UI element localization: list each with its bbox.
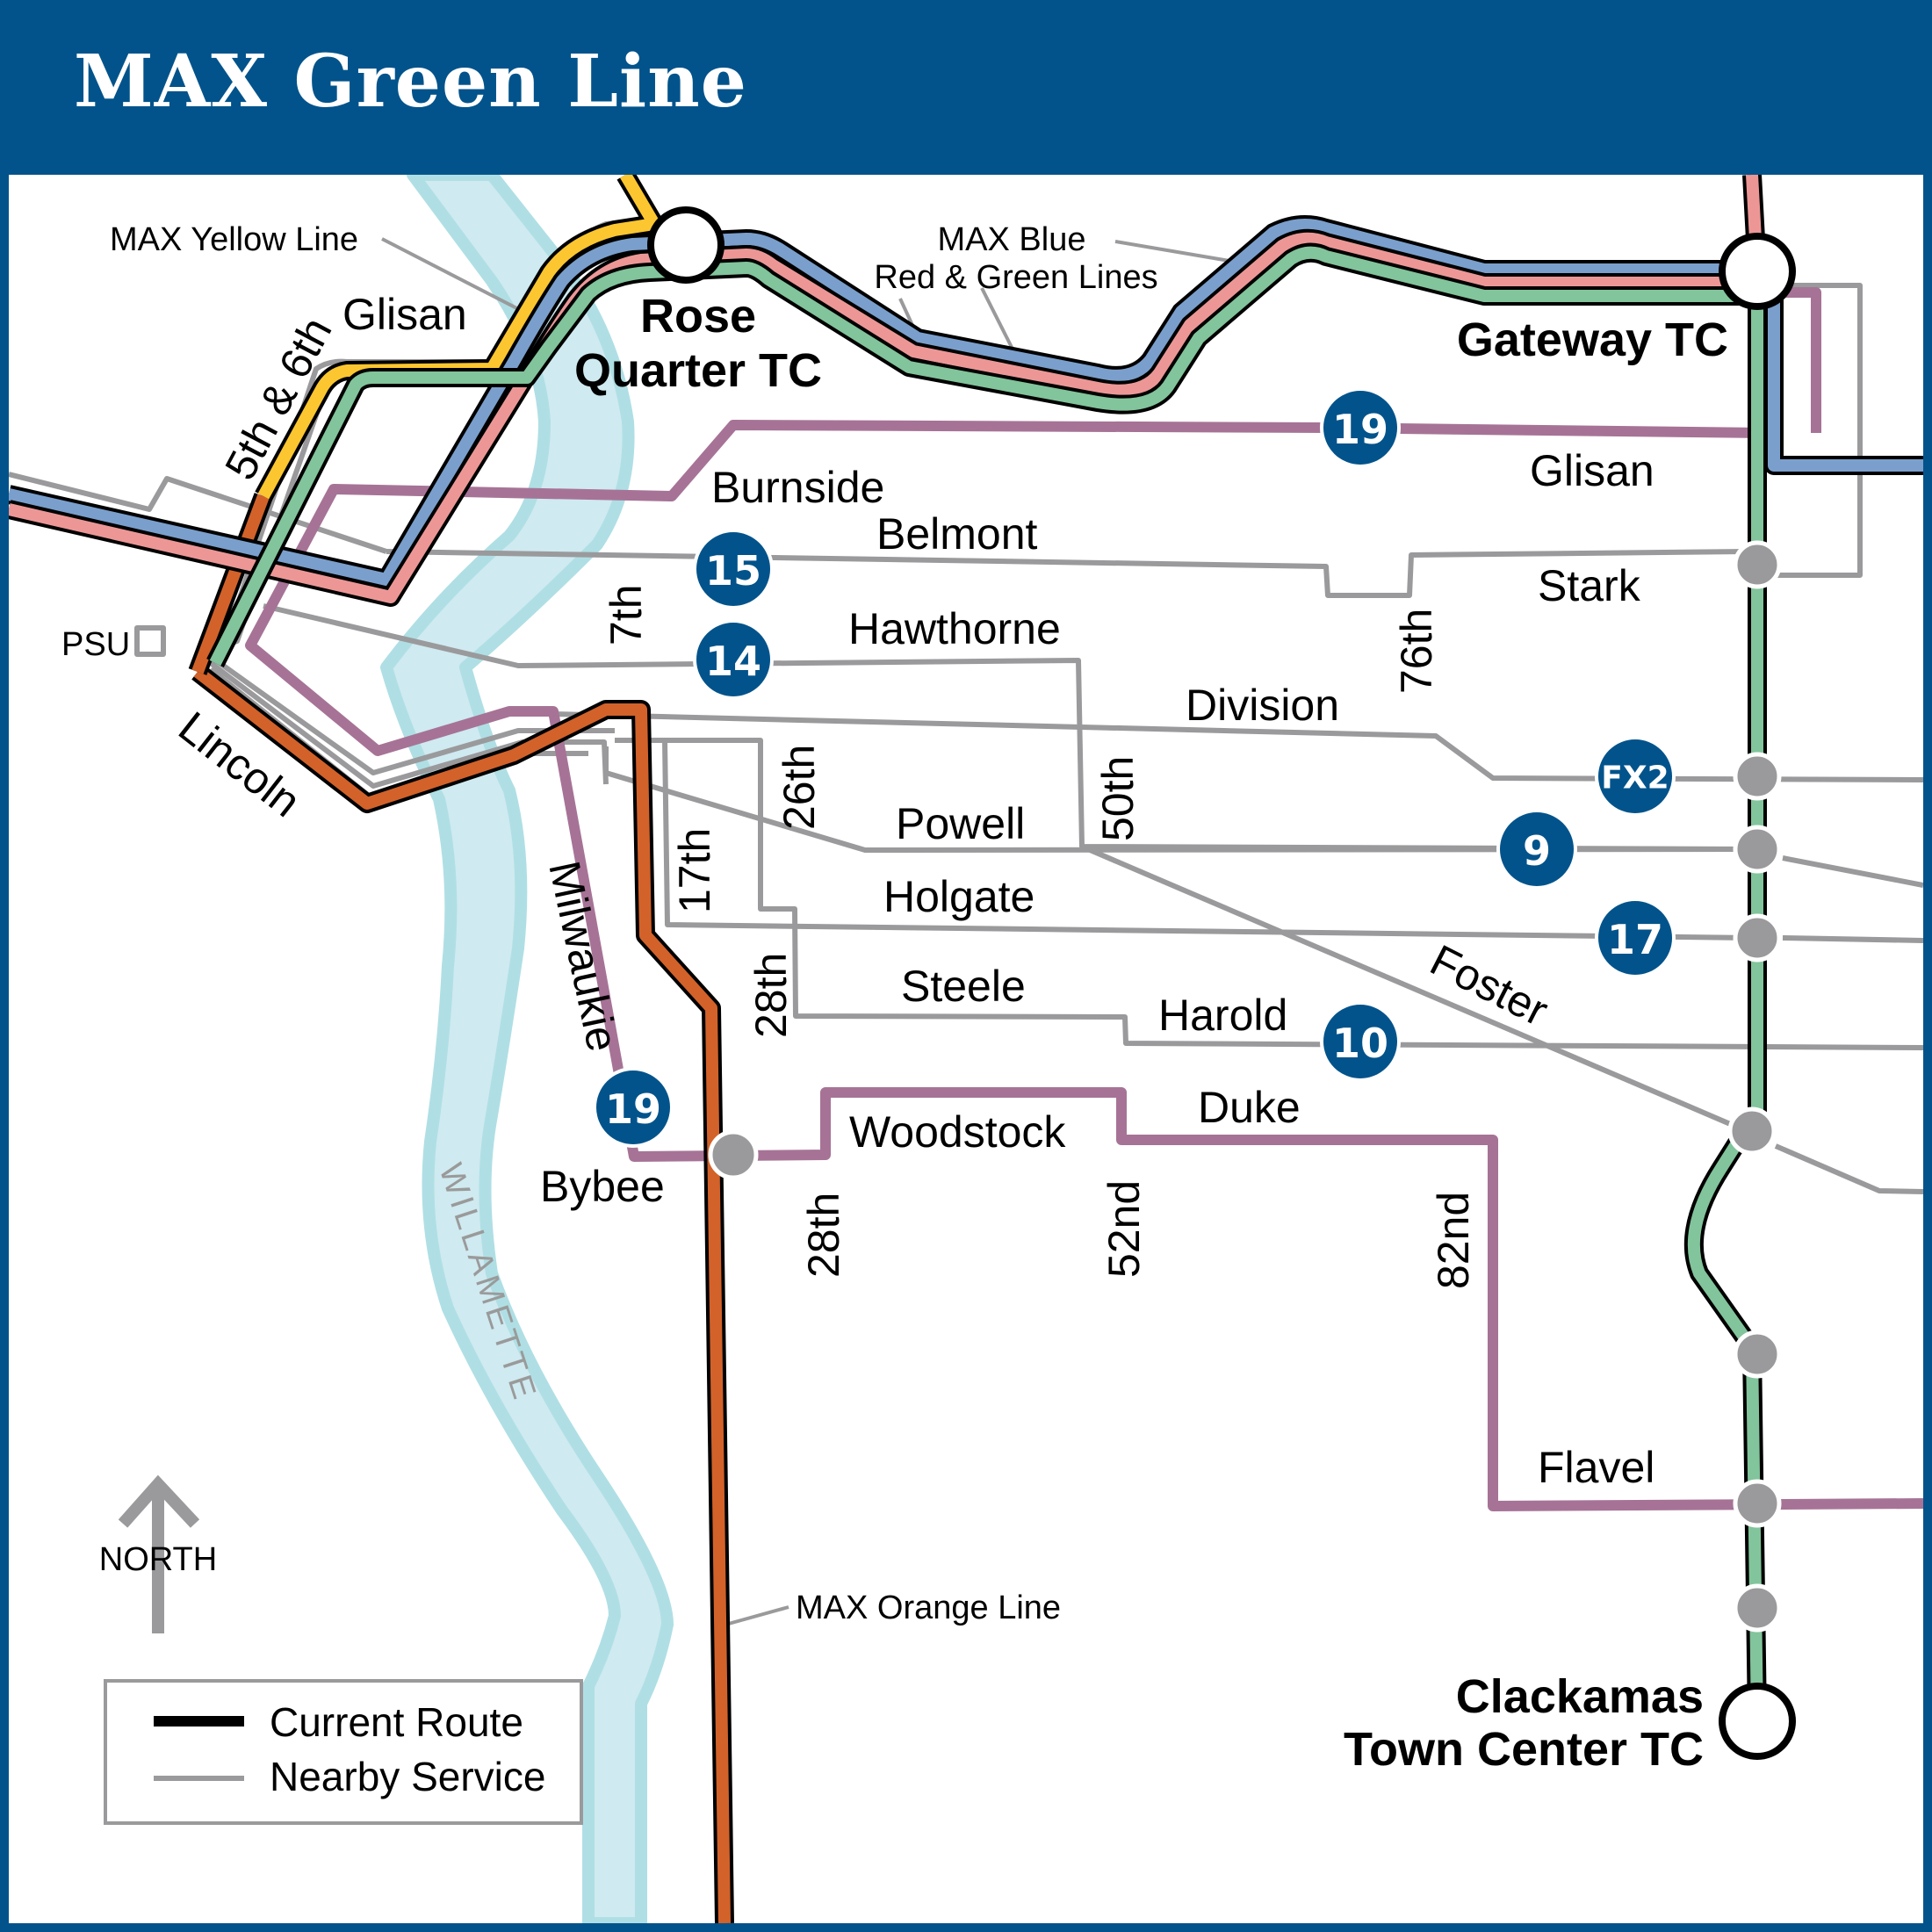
street-holgate: Holgate <box>883 872 1034 921</box>
street-belmont: Belmont <box>876 509 1038 559</box>
svg-text:9: 9 <box>1523 827 1551 875</box>
map-frame <box>0 175 1932 1932</box>
svg-text:15: 15 <box>705 547 761 595</box>
street-milwaukie: Milwaukie <box>539 857 627 1056</box>
route-bullet-10[interactable]: 10 <box>1320 1001 1401 1082</box>
clackamas-label-line2: Town Center TC <box>1344 1723 1704 1776</box>
street-glisan-west: Glisan <box>342 290 467 339</box>
street-harold: Harold <box>1158 991 1287 1040</box>
orange-line-callout: MAX Orange Line <box>796 1590 1061 1626</box>
route-bullet-14[interactable]: 14 <box>693 619 774 700</box>
rose-quarter-label-line2: Quarter TC <box>574 344 822 397</box>
max-yellow-line <box>255 175 664 501</box>
street-76th: 76th <box>1392 609 1441 694</box>
svg-text:19: 19 <box>1332 406 1388 453</box>
legend-nearby-service-label: Nearby Service <box>270 1754 545 1799</box>
street-bybee: Bybee <box>540 1162 665 1211</box>
svg-text:10: 10 <box>1332 1020 1388 1067</box>
street-hawthorne: Hawthorne <box>848 604 1061 653</box>
max-green-line <box>206 242 1767 1722</box>
stop-powell[interactable] <box>1733 825 1782 874</box>
route-bullet-fx2[interactable]: FX2 <box>1595 736 1676 817</box>
route-bullet-15[interactable]: 15 <box>693 529 774 609</box>
max-orange-line <box>188 493 734 1923</box>
route-bullet-9[interactable]: 9 <box>1496 809 1577 890</box>
svg-text:19: 19 <box>605 1085 661 1133</box>
rose-quarter-station[interactable] <box>647 206 724 284</box>
max-blue-line <box>9 215 1923 589</box>
stop-fuller[interactable] <box>1733 1330 1782 1379</box>
street-glisan-east: Glisan <box>1530 446 1654 495</box>
north-arrow: NORTH <box>99 1474 217 1633</box>
yellow-line-callout: MAX Yellow Line <box>110 221 358 258</box>
street-28th-south: 28th <box>799 1193 848 1278</box>
stop-stark[interactable] <box>1733 540 1782 589</box>
route-bullet-19[interactable]: 19 <box>1320 387 1401 468</box>
psu-square <box>134 625 166 657</box>
street-powell: Powell <box>896 799 1025 848</box>
psu-label: PSU <box>61 626 130 663</box>
north-label: NORTH <box>99 1541 217 1578</box>
willamette-river: WILLAMETTE <box>380 175 674 1923</box>
street-steele: Steele <box>901 962 1026 1011</box>
stop-flavel[interactable] <box>1733 1479 1782 1528</box>
stop-holgate[interactable] <box>1733 913 1782 962</box>
street-division: Division <box>1186 681 1339 730</box>
route-bullet-19-south[interactable]: 19 <box>593 1067 674 1148</box>
legend-current-route-label: Current Route <box>270 1699 523 1745</box>
street-82nd: 82nd <box>1429 1192 1478 1289</box>
street-26th: 26th <box>775 745 824 830</box>
street-flavel: Flavel <box>1538 1443 1654 1492</box>
stop-division[interactable] <box>1733 752 1782 801</box>
clackamas-station[interactable] <box>1719 1683 1796 1760</box>
gateway-label: Gateway TC <box>1457 314 1728 366</box>
svg-text:FX2: FX2 <box>1601 761 1669 797</box>
svg-text:17: 17 <box>1607 916 1663 963</box>
stop-johnson-creek[interactable] <box>1733 1583 1782 1633</box>
street-stark: Stark <box>1538 561 1641 610</box>
clackamas-label-line1: Clackamas <box>1456 1670 1704 1723</box>
gateway-station[interactable] <box>1719 233 1796 310</box>
blue-red-green-callout-line1: MAX Blue <box>938 221 1086 258</box>
page-title: MAX Green Line <box>74 40 747 124</box>
street-7th: 7th <box>602 584 651 645</box>
legend: Current Route Nearby Service <box>104 1679 583 1825</box>
street-50th: 50th <box>1093 756 1143 841</box>
stop-foster[interactable] <box>1727 1107 1777 1156</box>
stop-orange-bybee[interactable] <box>708 1129 759 1180</box>
street-52nd: 52nd <box>1099 1180 1149 1278</box>
street-burnside: Burnside <box>711 463 884 512</box>
street-woodstock: Woodstock <box>849 1107 1066 1157</box>
street-28th-north: 28th <box>746 953 796 1038</box>
blue-red-green-callout-line2: Red & Green Lines <box>874 259 1157 296</box>
header-bar: MAX Green Line <box>0 0 1932 175</box>
route-bullet-17[interactable]: 17 <box>1595 898 1676 978</box>
svg-text:14: 14 <box>705 638 761 685</box>
street-17th: 17th <box>670 828 719 913</box>
minor-stops <box>708 540 1782 1633</box>
rose-quarter-label-line1: Rose <box>640 290 756 342</box>
street-duke: Duke <box>1198 1083 1301 1132</box>
